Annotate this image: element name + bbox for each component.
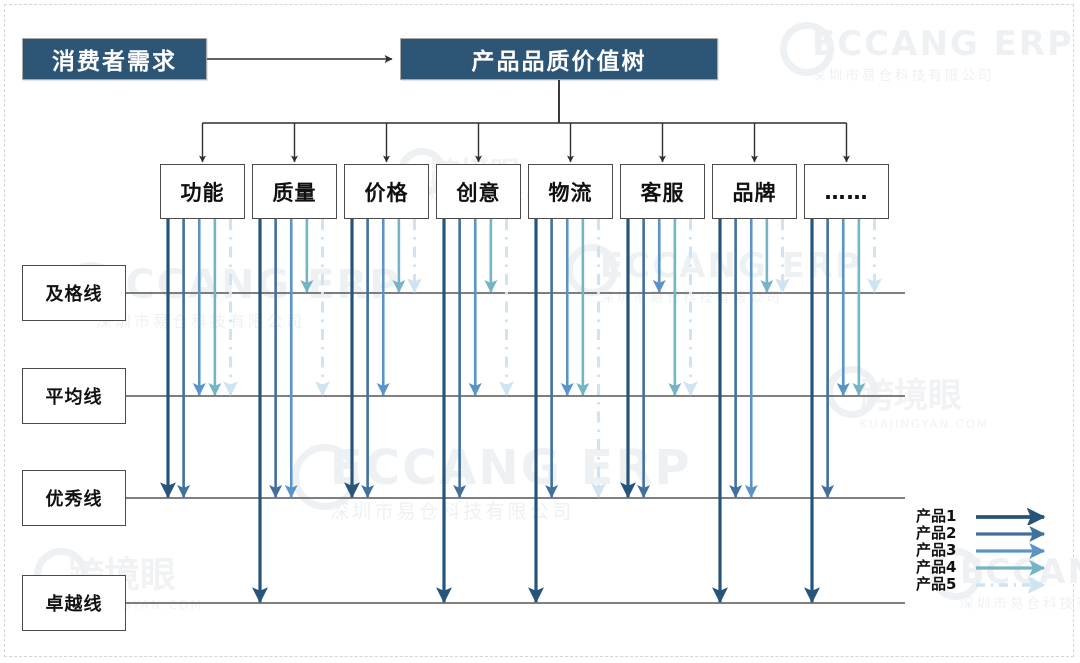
category-label: 价格 (364, 180, 409, 205)
legend-arrow-swatch (976, 508, 1046, 525)
legend-label: 产品3 (916, 541, 957, 559)
level-label-text: 及格线 (45, 284, 103, 305)
category-box-4[interactable]: 创意 (436, 164, 521, 219)
legend-label: 产品4 (916, 558, 957, 576)
category-box-3[interactable]: 价格 (344, 164, 429, 219)
level-label-text: 卓越线 (45, 594, 103, 615)
legend-arrow-swatch (976, 560, 1046, 576)
legend-item-3[interactable]: 产品3 (916, 542, 1056, 559)
legend-label: 产品5 (916, 575, 957, 593)
category-label: 功能 (180, 180, 225, 205)
legend-item-4[interactable]: 产品4 (916, 559, 1056, 576)
legend-item-1[interactable]: 产品1 (916, 508, 1056, 525)
category-label: 品牌 (732, 180, 777, 205)
legend-arrow-swatch (976, 576, 1046, 593)
level-label-2[interactable]: 平均线 (22, 368, 126, 424)
category-box-7[interactable]: 品牌 (712, 164, 797, 219)
category-label: 客服 (640, 180, 685, 205)
outer-frame (4, 4, 1074, 657)
legend-item-2[interactable]: 产品2 (916, 525, 1056, 542)
category-label: 质量 (272, 180, 317, 205)
category-label: 物流 (548, 180, 593, 205)
level-label-4[interactable]: 卓越线 (22, 575, 126, 631)
legend-arrow-swatch (976, 543, 1046, 559)
level-label-1[interactable]: 及格线 (22, 265, 126, 321)
category-box-6[interactable]: 客服 (620, 164, 705, 219)
category-box-8[interactable]: …… (804, 164, 889, 219)
category-box-1[interactable]: 功能 (160, 164, 245, 219)
tree-connectors (199, 55, 850, 163)
category-box-5[interactable]: 物流 (528, 164, 613, 219)
product-arrow-group (160, 219, 882, 604)
level-label-text: 平均线 (45, 387, 103, 408)
legend-item-5[interactable]: 产品5 (916, 576, 1056, 593)
level-label-text: 优秀线 (45, 489, 103, 510)
category-box-2[interactable]: 质量 (252, 164, 337, 219)
source-box[interactable]: 消费者需求 (22, 38, 207, 80)
legend-label: 产品2 (916, 524, 957, 542)
legend-label: 产品1 (916, 507, 957, 525)
level-label-3[interactable]: 优秀线 (22, 470, 126, 526)
legend-arrow-swatch (976, 526, 1046, 542)
title-box[interactable]: 产品品质价值树 (400, 38, 718, 80)
category-label: …… (824, 179, 869, 204)
baseline-group (126, 292, 905, 604)
category-label: 创意 (456, 180, 501, 205)
